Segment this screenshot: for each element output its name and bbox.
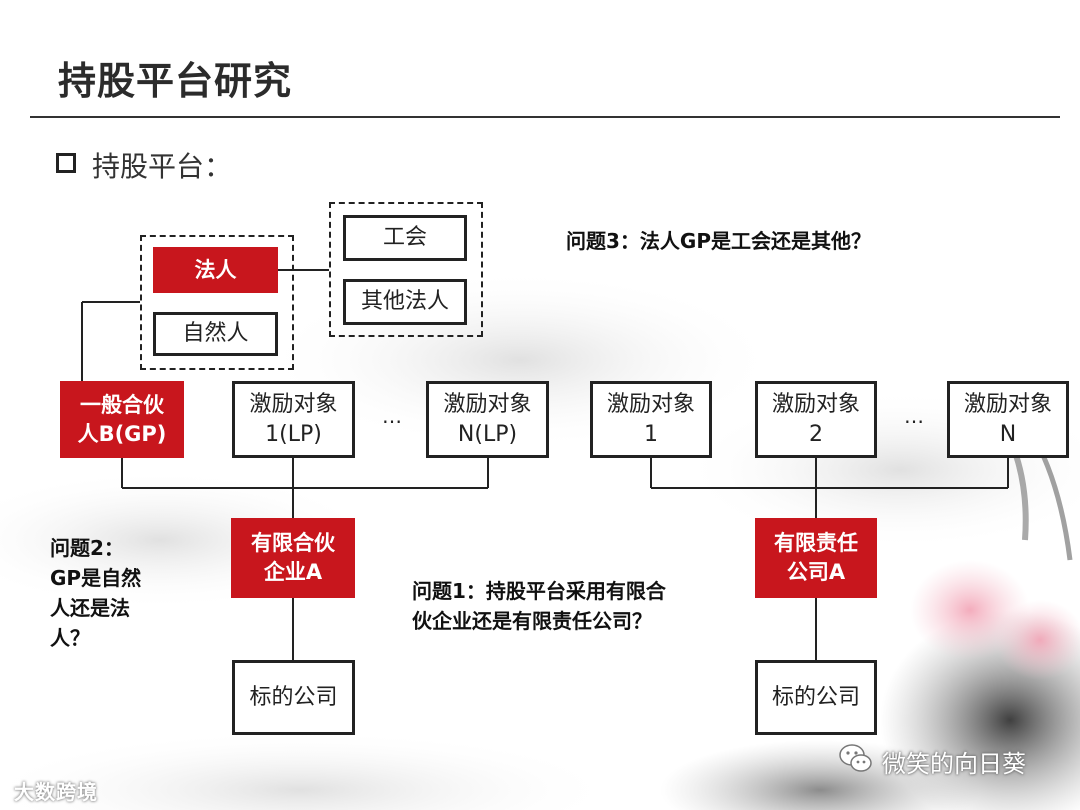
limited-company-box: 有限责任 公司A <box>755 518 877 598</box>
question-3: 问题3：法人GP是工会还是其他？ <box>566 226 871 256</box>
ellipsis-left: … <box>382 404 402 428</box>
target-company-left-box: 标的公司 <box>232 660 355 735</box>
question-1: 问题1：持股平台采用有限合 伙企业还是有限责任公司？ <box>412 576 666 636</box>
general-partner-box: 一般合伙 人B(GP) <box>60 381 184 458</box>
limited-partnership-box: 有限合伙 企业A <box>231 518 355 598</box>
legal-person-box: 法人 <box>153 247 278 293</box>
watermark-left: 大数跨境 <box>14 776 98 805</box>
union-box: 工会 <box>343 215 467 261</box>
wechat-icon <box>838 742 874 776</box>
incentive-object-n-box: 激励对象 N <box>947 381 1069 458</box>
target-company-right-box: 标的公司 <box>755 660 877 735</box>
incentive-object-2-box: 激励对象 2 <box>755 381 877 458</box>
incentive-lp-n-box: 激励对象 N(LP) <box>426 381 549 458</box>
natural-person-box: 自然人 <box>153 312 278 356</box>
other-legal-person-box: 其他法人 <box>343 279 467 325</box>
ellipsis-right: … <box>904 404 924 428</box>
watermark-right: 微笑的向日葵 <box>882 744 1026 779</box>
incentive-object-1-box: 激励对象 1 <box>590 381 712 458</box>
question-2: 问题2： GP是自然 人还是法 人？ <box>50 533 141 653</box>
incentive-lp-1-box: 激励对象 1(LP) <box>232 381 355 458</box>
